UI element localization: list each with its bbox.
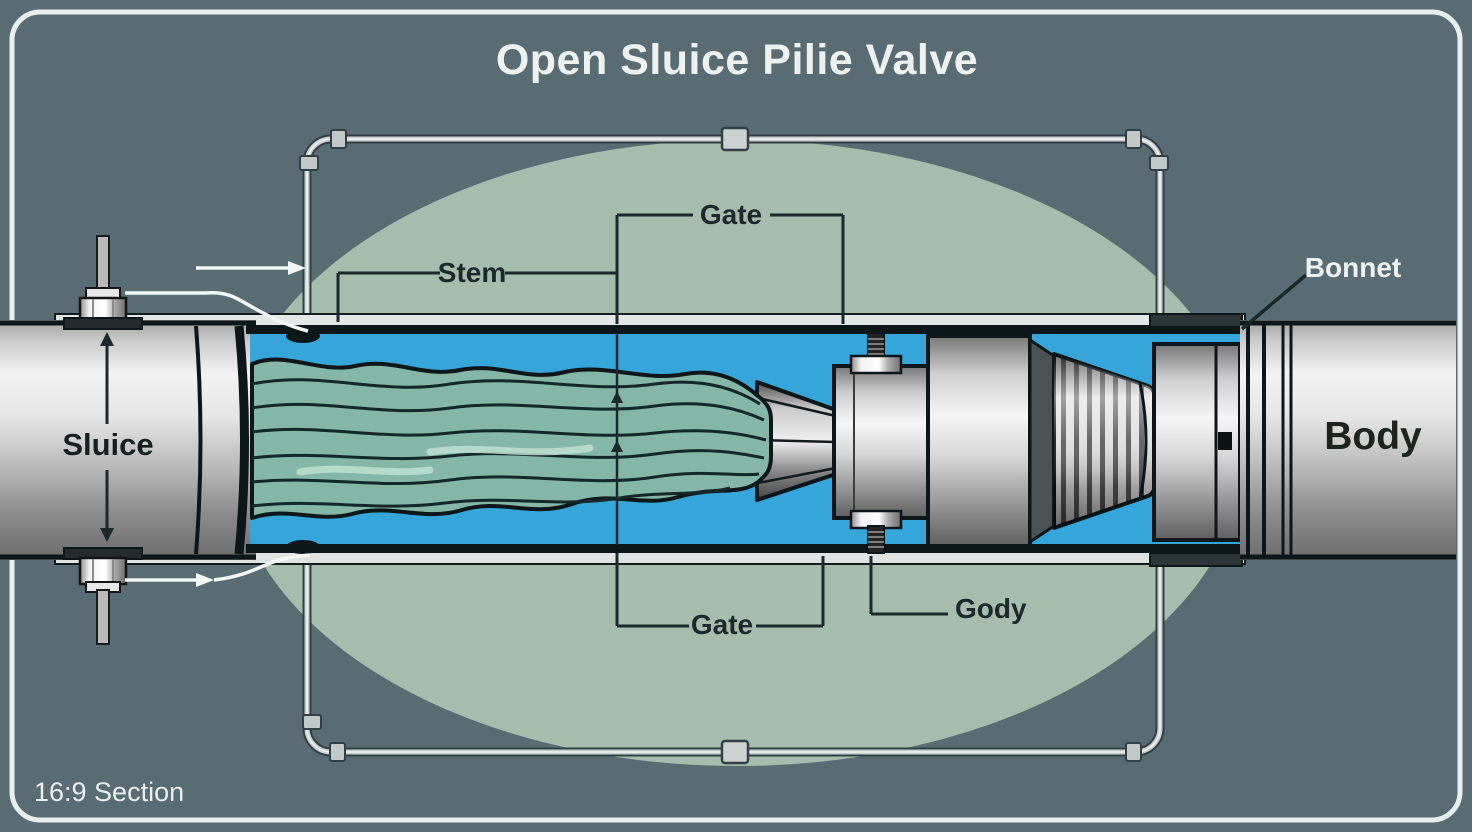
- arrowhead-right-icon: [288, 261, 306, 275]
- sluice-pipe: [0, 320, 256, 560]
- flange-bolt-top-left: [63, 235, 143, 330]
- pipe-sleeve-bottom-left: [302, 714, 322, 730]
- gate-block: [832, 332, 932, 554]
- bonnet-cylinder: [926, 334, 1056, 548]
- gate-bolt-top: [849, 332, 903, 375]
- pipe-fitting-bottom-right: [1125, 742, 1142, 762]
- pipe-sleeve-left: [299, 155, 319, 171]
- label-sluice: Sluice: [62, 427, 153, 462]
- label-stem: Stem: [438, 257, 506, 288]
- gate-bottom-bracket: [615, 553, 825, 628]
- gate-top-bracket: [615, 213, 845, 324]
- bolt-stud: [96, 235, 110, 293]
- gody-line: [869, 556, 948, 616]
- gate-bolt-bottom: [849, 509, 903, 554]
- flange-bolt-bottom-left: [63, 547, 143, 645]
- arrow-up-icon: [611, 440, 623, 452]
- leader-arrows: [125, 261, 311, 587]
- pipe-fitting-top-right: [1125, 129, 1142, 149]
- annotation-arrowheads: [100, 332, 623, 542]
- pipe-coupling-top: [720, 126, 750, 152]
- label-bonnet: Bonnet: [1305, 252, 1401, 283]
- bonnet-flange-top: [1149, 313, 1243, 328]
- bolt-stud: [96, 589, 110, 645]
- arrowhead-right-icon: [196, 573, 214, 587]
- stem-line: [336, 271, 617, 322]
- bolt-base: [63, 317, 143, 330]
- splined-shaft: [1052, 352, 1162, 530]
- pipe-fitting-bottom-left: [329, 742, 346, 762]
- label-gody: Gody: [955, 593, 1027, 624]
- annotation-lines: [105, 213, 1308, 628]
- leader-curve-top: [125, 290, 309, 333]
- diagram-title: Open Sluice Pilie Valve: [496, 36, 978, 84]
- body-pipe: [1240, 320, 1456, 560]
- footer-caption: 16:9 Section: [34, 777, 184, 807]
- seat-bump-top: [286, 329, 320, 343]
- pipe-coupling-bottom: [720, 739, 750, 765]
- pipe-sleeve-right: [1149, 155, 1169, 171]
- pipe-ring: [234, 325, 249, 555]
- key-notch: [1218, 432, 1232, 450]
- label-gate-top: Gate: [700, 199, 762, 230]
- pipe-fitting-top-left: [330, 129, 347, 149]
- hex-nut: [78, 556, 128, 586]
- label-body: Body: [1324, 415, 1422, 458]
- leader-curve-bottom: [213, 553, 311, 582]
- arrow-down-icon: [100, 528, 114, 542]
- bonnet-flange-bottom: [1149, 552, 1243, 567]
- seat-bump-bottom: [286, 540, 320, 554]
- arrow-up-icon: [611, 391, 623, 403]
- arrow-up-icon: [100, 332, 114, 346]
- pipe-ring: [194, 325, 203, 555]
- label-gate-bottom: Gate: [691, 609, 753, 640]
- end-block: [1149, 313, 1243, 567]
- hex-nut: [849, 354, 903, 375]
- bonnet-leader: [1240, 273, 1308, 331]
- flow-highlights: [296, 444, 594, 476]
- flow-stream: [250, 357, 773, 520]
